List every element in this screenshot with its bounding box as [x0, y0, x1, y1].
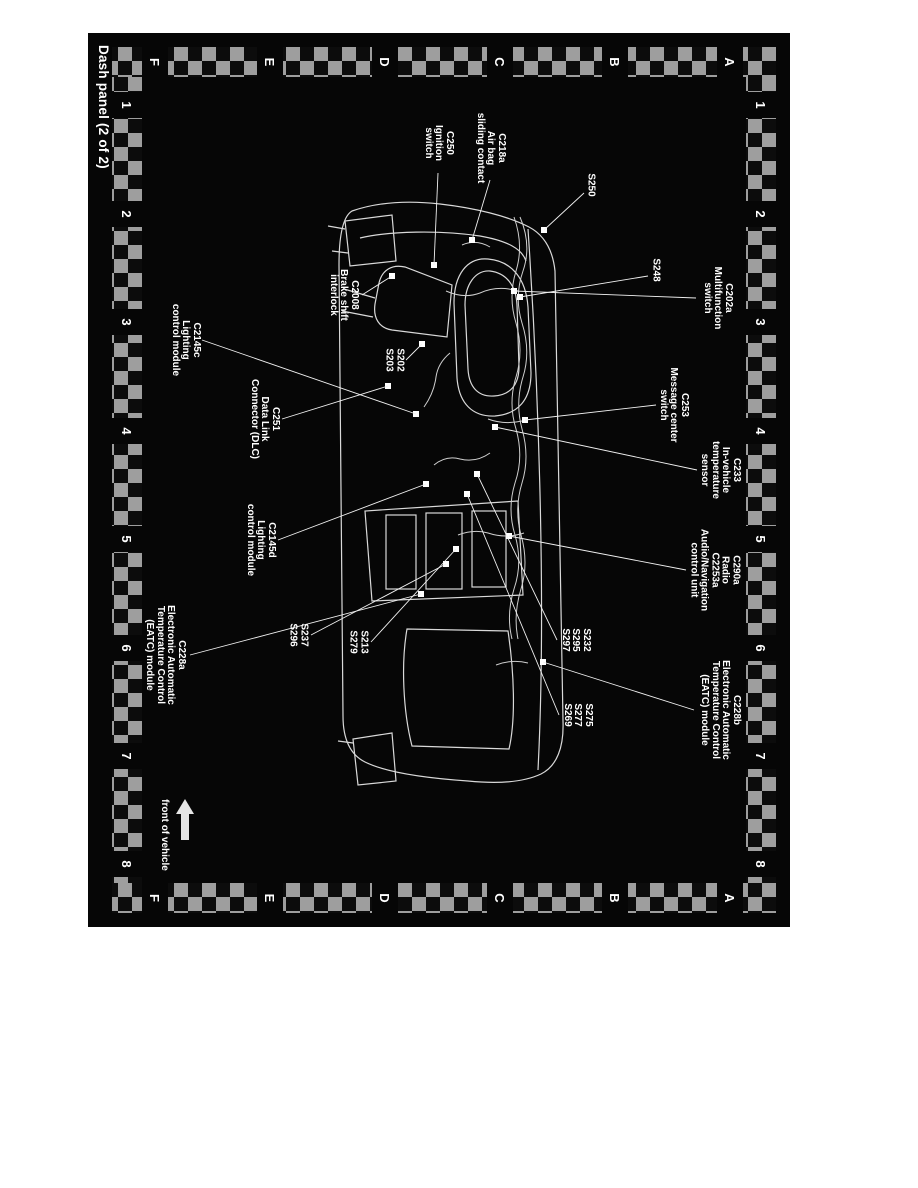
grid-band-right: A B C D E F [112, 883, 776, 913]
grid-number-top-4: 4 [746, 418, 776, 444]
grid-letter-right-c: C [487, 883, 513, 913]
grid-letter-right-f: F [142, 883, 168, 913]
grid-number-top-7: 7 [746, 743, 776, 769]
grid-band-bottom: 1 2 3 4 5 6 7 8 [112, 77, 142, 883]
grid-number-bottom-5: 5 [112, 526, 142, 552]
grid-band-top: 1 2 3 4 5 6 7 8 [746, 77, 776, 883]
grid-number-top-6: 6 [746, 635, 776, 661]
grid-letter-left-c: C [487, 47, 513, 77]
grid-number-bottom-1: 1 [112, 92, 142, 118]
callout-s250: S250 [585, 173, 597, 197]
grid-letter-right-d: D [372, 883, 398, 913]
grid-band-left: A B C D E F [112, 47, 776, 77]
grid-letter-left-d: D [372, 47, 398, 77]
page-title: Dash panel (2 of 2) [96, 45, 111, 169]
grid-letter-left-a: A [717, 47, 743, 77]
grid-letter-left-b: B [602, 47, 628, 77]
grid-letter-left-e: E [257, 47, 283, 77]
grid-number-bottom-7: 7 [112, 743, 142, 769]
front-of-vehicle-arrow-icon [176, 799, 194, 840]
grid-letter-right-b: B [602, 883, 628, 913]
grid-number-bottom-2: 2 [112, 201, 142, 227]
grid-letter-right-a: A [717, 883, 743, 913]
arrow-head-icon [176, 799, 194, 814]
grid-number-top-1: 1 [746, 92, 776, 118]
grid-number-bottom-4: 4 [112, 418, 142, 444]
grid-number-top-5: 5 [746, 526, 776, 552]
grid-number-top-8: 8 [746, 851, 776, 877]
grid-number-bottom-3: 3 [112, 309, 142, 335]
diagram-rotated-canvas: 1 2 3 4 5 6 7 8 1 2 3 4 5 6 7 8 A B C D … [88, 33, 790, 927]
grid-number-top-3: 3 [746, 309, 776, 335]
grid-number-bottom-6: 6 [112, 635, 142, 661]
front-of-vehicle-label: front of vehicle [159, 799, 170, 871]
callout-s248: S248 [650, 258, 662, 282]
dash-outline [327, 201, 564, 786]
grid-letter-left-f: F [142, 47, 168, 77]
grid-letter-right-e: E [257, 883, 283, 913]
grid-number-bottom-8: 8 [112, 851, 142, 877]
dash-harness-illustration [189, 172, 698, 786]
arrow-shaft [181, 814, 189, 840]
leader-lines [189, 172, 698, 716]
grid-number-top-2: 2 [746, 201, 776, 227]
harness-runs [423, 216, 529, 666]
